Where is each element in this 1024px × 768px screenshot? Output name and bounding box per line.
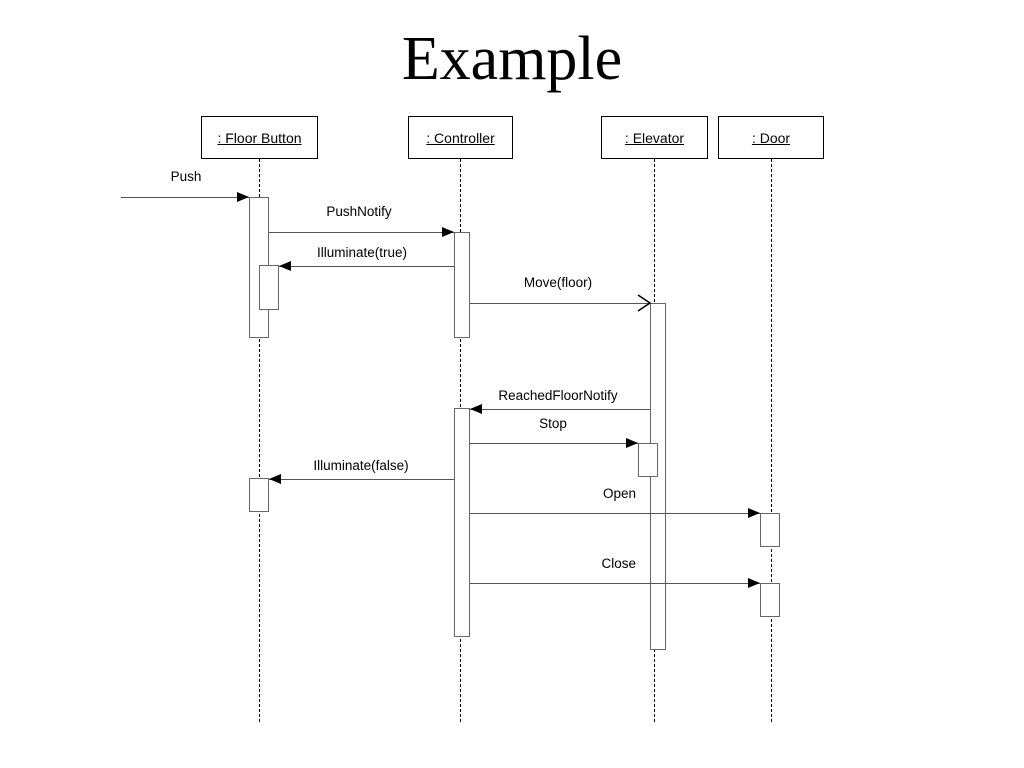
arrowhead-solid-icon — [269, 474, 281, 484]
lifeline-header-floor-button[interactable]: : Floor Button — [201, 116, 318, 159]
lifeline-header-elevator[interactable]: : Elevator — [601, 116, 708, 159]
lifeline-header-door[interactable]: : Door — [718, 116, 824, 159]
arrowhead-solid-icon — [442, 227, 454, 237]
message-label-stop: Stop — [539, 416, 567, 431]
message-line-move-floor — [470, 303, 650, 304]
arrowhead-solid-icon — [626, 438, 638, 448]
arrowhead-open-icon — [637, 294, 651, 312]
message-line-open — [470, 513, 760, 514]
message-label-move-floor: Move(floor) — [523, 275, 593, 290]
page-title: Example — [401, 25, 623, 93]
activation-bar-ctrl-first[interactable] — [454, 232, 470, 338]
message-label-illuminate-false: Illuminate(false) — [313, 458, 409, 473]
lifeline-floor-button — [259, 159, 260, 722]
arrowhead-solid-icon — [237, 192, 249, 202]
lifeline-header-controller[interactable]: : Controller — [408, 116, 513, 159]
arrowhead-solid-icon — [279, 261, 291, 271]
lifeline-label: : Elevator — [624, 129, 685, 146]
arrowhead-solid-icon — [748, 508, 760, 518]
lifeline-label: : Door — [751, 129, 791, 146]
arrowhead-solid-icon — [748, 578, 760, 588]
activation-bar-fb-illum-off[interactable] — [249, 478, 269, 512]
message-line-close — [470, 583, 760, 584]
message-line-stop — [470, 443, 638, 444]
activation-bar-door-close[interactable] — [760, 583, 780, 617]
activation-bar-ctrl-second[interactable] — [454, 408, 470, 637]
activation-bar-door-open[interactable] — [760, 513, 780, 547]
arrowhead-solid-icon — [470, 404, 482, 414]
message-label-push-notify: PushNotify — [326, 204, 392, 219]
message-line-illuminate-false — [269, 479, 454, 480]
message-line-push-notify — [269, 232, 454, 233]
message-label-push: Push — [170, 169, 202, 184]
message-label-illuminate-true: Illuminate(true) — [316, 245, 408, 260]
message-label-close: Close — [601, 556, 636, 571]
activation-bar-elev-stop[interactable] — [638, 443, 658, 477]
message-label-open: Open — [602, 486, 636, 501]
activation-bar-fb-nested[interactable] — [259, 265, 279, 310]
message-label-reached-floor: ReachedFloorNotify — [498, 388, 618, 403]
message-line-reached-floor — [470, 409, 650, 410]
lifeline-door — [771, 159, 772, 722]
message-line-illuminate-true — [279, 266, 454, 267]
lifeline-label: : Controller — [426, 129, 495, 146]
lifeline-label: : Floor Button — [217, 129, 302, 146]
message-line-push — [121, 197, 249, 198]
